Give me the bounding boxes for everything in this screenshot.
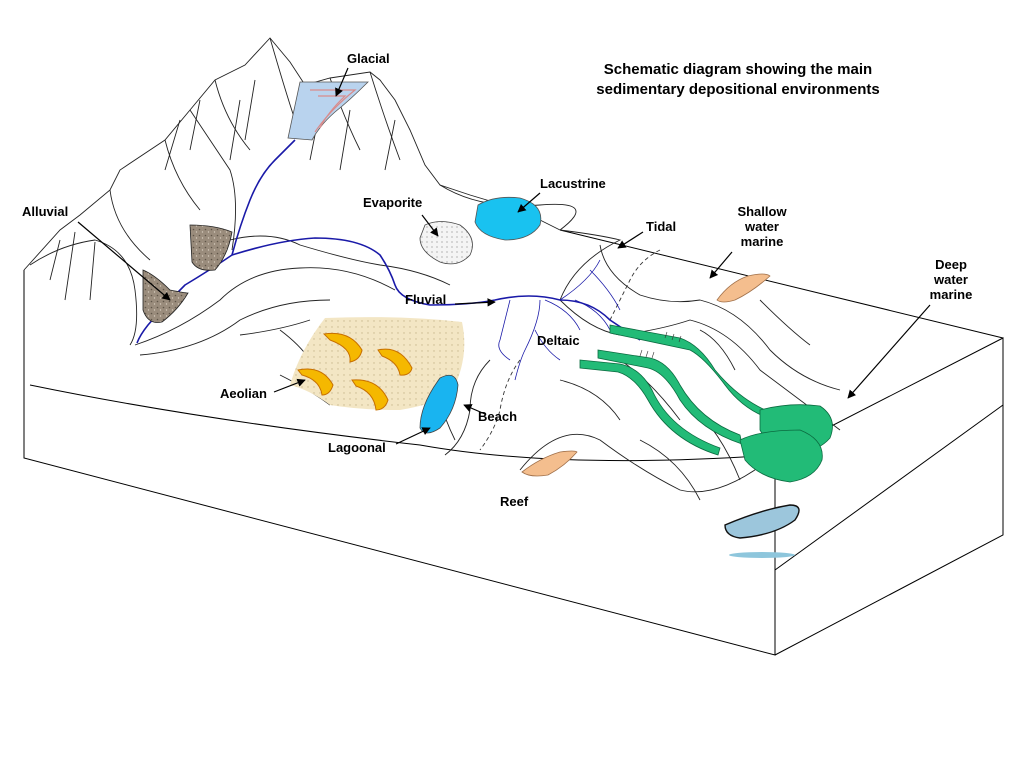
reef bbox=[521, 450, 578, 477]
leader-arrows bbox=[77, 67, 931, 445]
dune-2 bbox=[377, 348, 413, 376]
diagram-title: Schematic diagram showing the main sedim… bbox=[548, 60, 928, 100]
front-surface-edge bbox=[29, 384, 776, 462]
delta-channels bbox=[498, 259, 621, 381]
label-alluvial: Alluvial bbox=[22, 204, 69, 219]
label-aeolian: Aeolian bbox=[220, 386, 267, 401]
label-deep-water-marine: Deep water marine bbox=[916, 257, 986, 302]
seabed-topography bbox=[279, 229, 841, 501]
evaporite-basin bbox=[419, 221, 473, 265]
back-edge bbox=[559, 229, 1004, 339]
label-deltaic: Deltaic bbox=[537, 333, 580, 348]
label-shallow-water-marine: Shallow water marine bbox=[732, 204, 792, 249]
turbidite-system bbox=[579, 324, 833, 483]
deep-water-deposit bbox=[724, 504, 800, 558]
aeolian-dune-field bbox=[290, 317, 465, 411]
label-beach: Beach bbox=[478, 409, 518, 424]
deep-line-1: Deep bbox=[935, 257, 967, 272]
deep-line-3: marine bbox=[929, 287, 973, 302]
title-line-2: sedimentary depositional environments bbox=[596, 81, 880, 98]
reef-shallow bbox=[716, 273, 771, 303]
dune-3 bbox=[297, 368, 334, 396]
river bbox=[136, 139, 641, 344]
deep-line-2: water bbox=[934, 272, 968, 287]
mountains bbox=[23, 37, 577, 356]
label-fluvial: Fluvial bbox=[405, 292, 447, 307]
shallow-line-2: water bbox=[745, 219, 779, 234]
label-tidal: Tidal bbox=[646, 219, 677, 234]
strata-line bbox=[774, 404, 1004, 571]
label-reef: Reef bbox=[500, 494, 529, 509]
alluvial-fans bbox=[142, 224, 233, 323]
shallow-line-3: marine bbox=[740, 234, 784, 249]
title-line-1: Schematic diagram showing the main bbox=[603, 61, 873, 78]
label-evaporite: Evaporite bbox=[363, 195, 423, 210]
dune-1 bbox=[322, 332, 363, 363]
lagoon bbox=[419, 374, 459, 434]
label-glacial: Glacial bbox=[347, 51, 390, 66]
label-lacustrine: Lacustrine bbox=[540, 176, 606, 191]
fan-2 bbox=[739, 429, 823, 483]
front-face-right bbox=[774, 337, 1004, 656]
dune-4 bbox=[351, 379, 389, 411]
turbidite-ticks bbox=[639, 331, 682, 359]
shallow-line-1: Shallow bbox=[737, 204, 787, 219]
label-lagoonal: Lagoonal bbox=[328, 440, 386, 455]
lake bbox=[474, 196, 542, 241]
shoreline-dashed bbox=[479, 249, 661, 451]
glacier bbox=[287, 81, 369, 141]
